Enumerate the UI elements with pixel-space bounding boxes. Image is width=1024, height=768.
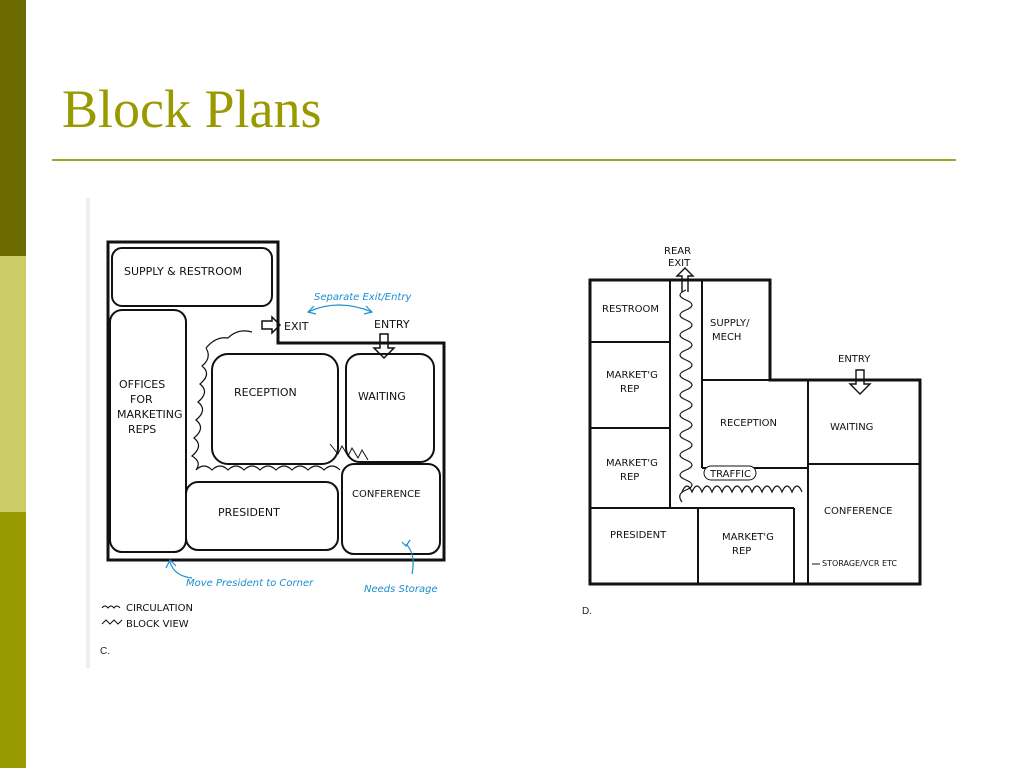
entry-arrow-icon: [372, 333, 396, 360]
room-conference: [341, 463, 441, 555]
room-waiting: [345, 353, 435, 463]
traffic-path: [679, 289, 693, 503]
label-waiting: WAITING: [830, 422, 873, 433]
room-supply-restroom: [111, 247, 273, 307]
label-market-rep-2b: REP: [620, 472, 639, 483]
label-waiting: WAITING: [358, 390, 406, 403]
entry-arrow-icon: [848, 369, 872, 395]
label-offices-1: OFFICES: [119, 378, 165, 391]
label-restroom: RESTROOM: [602, 304, 659, 315]
label-supply-2: MECH: [712, 332, 741, 343]
label-exit: EXIT: [284, 320, 309, 333]
legend-block-view: BLOCK VIEW: [126, 619, 189, 630]
label-market-rep-1b: REP: [620, 384, 639, 395]
label-rear-exit-2: EXIT: [668, 258, 691, 269]
circulation-path: [190, 347, 341, 471]
label-entry: ENTRY: [374, 318, 410, 331]
block-plan-d: REAR EXIT TRAFFIC RESTROOM MARKET'G REP …: [576, 236, 942, 626]
slide-title: Block Plans: [62, 79, 322, 139]
sidebar-block-dark: [0, 0, 26, 256]
label-storage: STORAGE/VCR ETC: [822, 559, 897, 568]
label-entry: ENTRY: [838, 354, 871, 365]
legend-circulation: CIRCULATION: [126, 603, 193, 614]
label-market-rep-3b: REP: [732, 546, 751, 557]
label-market-rep-2a: MARKET'G: [606, 458, 658, 469]
label-market-rep-3a: MARKET'G: [722, 532, 774, 543]
label-rear-exit-1: REAR: [664, 246, 691, 257]
legend-block-view-swatch: [101, 619, 123, 625]
room-offices: [109, 309, 187, 553]
block-plan-d-drawing: REAR EXIT TRAFFIC RESTROOM MARKET'G REP …: [582, 246, 922, 617]
sidebar-accent: [0, 0, 26, 768]
caption-c: C.: [100, 646, 110, 657]
block-plan-c-drawing: SUPPLY & RESTROOM OFFICES FOR MARKETING …: [86, 198, 446, 668]
label-conference: CONFERENCE: [824, 506, 892, 517]
label-offices-2: FOR: [130, 393, 153, 406]
caption-d: D.: [582, 606, 592, 617]
label-traffic: TRAFFIC: [709, 469, 751, 480]
sidebar-block-mid: [0, 512, 26, 768]
label-offices-3: MARKETING: [117, 408, 183, 421]
annotation-separate: Separate Exit/Entry: [314, 292, 412, 303]
label-offices-4: REPS: [128, 423, 156, 436]
label-conference: CONFERENCE: [352, 489, 420, 500]
label-market-rep-1a: MARKET'G: [606, 370, 658, 381]
rear-exit-arrow-icon: [675, 267, 695, 292]
label-president: PRESIDENT: [218, 506, 280, 519]
sidebar-block-light: [0, 256, 26, 512]
label-supply-1: SUPPLY/: [710, 318, 750, 329]
annotation-needs-storage: Needs Storage: [364, 584, 438, 595]
block-plan-c: SUPPLY & RESTROOM OFFICES FOR MARKETING …: [86, 198, 458, 668]
room-president: [185, 481, 339, 551]
room-reception: [211, 353, 339, 465]
label-reception: RECEPTION: [720, 418, 777, 429]
title-rule: [52, 159, 956, 161]
label-president: PRESIDENT: [610, 530, 667, 541]
legend-circulation-swatch: [101, 605, 121, 609]
label-reception: RECEPTION: [234, 386, 297, 399]
label-supply-restroom: SUPPLY & RESTROOM: [124, 265, 242, 278]
annotation-move-president: Move President to Corner: [186, 578, 314, 589]
exit-arrow-icon: [261, 315, 282, 335]
